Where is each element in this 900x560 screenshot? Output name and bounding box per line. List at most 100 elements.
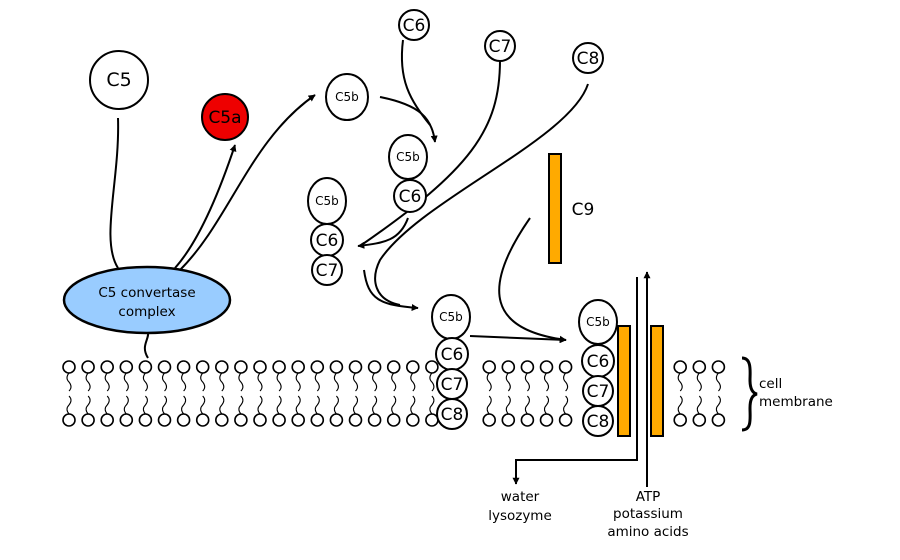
c7-free: C7	[484, 30, 516, 62]
lipid-head	[176, 360, 191, 374]
lipid-head	[425, 360, 439, 374]
lipid-tail	[410, 372, 416, 392]
c9-pore-left	[617, 325, 631, 437]
lipid-head	[348, 360, 363, 374]
lipid-tail	[181, 395, 187, 415]
lipid-head	[176, 413, 191, 427]
c9-pore-right	[650, 325, 664, 437]
lipid-tail	[391, 395, 397, 415]
lipid-head	[520, 413, 535, 427]
c8-free: C8	[572, 42, 604, 74]
c5b-c6-c7-to-membrane-arrow	[363, 269, 419, 311]
svg-text:C8: C8	[587, 412, 610, 432]
lipid-tail	[161, 395, 168, 415]
lipid-head	[482, 413, 497, 427]
svg-text:C6: C6	[399, 187, 422, 207]
svg-text:lysozyme: lysozyme	[488, 508, 552, 524]
outflow-arrow	[512, 277, 638, 485]
c5-to-convertase-connector	[109, 117, 120, 269]
lipid-tail	[543, 395, 550, 415]
lipid-head	[195, 413, 210, 427]
lipid-head	[310, 413, 325, 427]
lipid-head	[272, 360, 286, 374]
lipid-tail	[276, 372, 282, 392]
lipid-tail	[257, 395, 263, 415]
convertase-to-c5a-arrow	[174, 144, 237, 269]
lipid-head	[558, 413, 573, 427]
lipid-tail	[314, 372, 320, 392]
c5b-c6-to-c5b-c6-c7-arrow	[357, 217, 409, 249]
lipid-head	[329, 413, 344, 427]
lipid-head	[272, 413, 286, 427]
lipid-tail	[123, 372, 129, 392]
lipid-tail	[142, 395, 148, 415]
lipid-head	[482, 360, 497, 374]
lipid-head	[138, 413, 153, 427]
cell-membrane-label: cell membrane	[759, 376, 833, 410]
lipid-head	[100, 360, 114, 374]
lipid-head	[692, 413, 707, 427]
membrane-bracket	[741, 356, 758, 432]
lipid-tail	[352, 395, 359, 415]
svg-text:C7: C7	[489, 37, 512, 57]
svg-text:membrane: membrane	[759, 394, 833, 410]
lipid-head	[673, 360, 688, 374]
lipid-tail	[276, 395, 282, 415]
lipid-tail	[715, 395, 721, 415]
lipid-head	[673, 413, 688, 427]
lipid-tail	[333, 372, 339, 392]
lipid-head	[291, 413, 306, 427]
c8-join-arrow	[374, 83, 589, 306]
lipid-head	[310, 360, 325, 374]
c5b-c6-complex: C5b C6	[388, 134, 428, 213]
lipid-head	[692, 360, 707, 374]
c5b-free: C5b	[325, 73, 369, 121]
lipid-head	[539, 360, 554, 374]
lipid-head	[119, 360, 134, 374]
svg-text:C8: C8	[441, 405, 464, 425]
c5a-fragment: C5a	[201, 93, 249, 141]
lipid-tail	[486, 395, 492, 415]
lipid-head	[405, 413, 420, 427]
lipid-bilayer	[62, 360, 726, 427]
lipid-tail	[66, 372, 72, 392]
lipid-head	[348, 413, 363, 427]
lipid-tail	[696, 395, 702, 415]
lipid-head	[62, 413, 76, 427]
lipid-head	[501, 360, 516, 374]
svg-text:water: water	[501, 489, 540, 505]
lipid-head	[81, 413, 95, 427]
lipid-head	[501, 413, 516, 427]
svg-text:C5b: C5b	[586, 315, 610, 329]
lipid-tail	[219, 395, 225, 415]
svg-text:cell: cell	[759, 376, 782, 392]
lipid-head	[558, 360, 573, 374]
lipid-tail	[352, 372, 359, 392]
lipid-head	[215, 360, 229, 374]
lipid-tail	[524, 372, 530, 392]
c6-join-arrow	[400, 39, 431, 126]
lipid-tail	[410, 395, 416, 415]
lipid-head	[215, 413, 229, 427]
svg-text:C5: C5	[106, 69, 131, 91]
lipid-head	[253, 413, 267, 427]
lipid-tail	[505, 395, 511, 415]
lipid-tail	[391, 372, 397, 392]
lipid-tail	[257, 372, 263, 392]
lipid-tail	[104, 395, 110, 415]
lipid-head	[234, 413, 248, 427]
svg-text:C6: C6	[316, 231, 339, 251]
svg-text:C5b: C5b	[396, 150, 420, 164]
lipid-tail	[715, 372, 721, 392]
c9-recruitment-arrow	[498, 217, 567, 343]
lipid-tail	[85, 372, 91, 392]
lipid-tail	[200, 372, 206, 392]
svg-text:C8: C8	[577, 49, 600, 69]
outflow-label: water lysozyme	[488, 489, 552, 524]
svg-text:C6: C6	[441, 345, 464, 365]
lipid-head	[157, 413, 172, 427]
lipid-head	[367, 413, 382, 427]
lipid-tail	[429, 395, 435, 415]
svg-text:C6: C6	[587, 352, 610, 372]
lipid-head	[138, 360, 153, 374]
